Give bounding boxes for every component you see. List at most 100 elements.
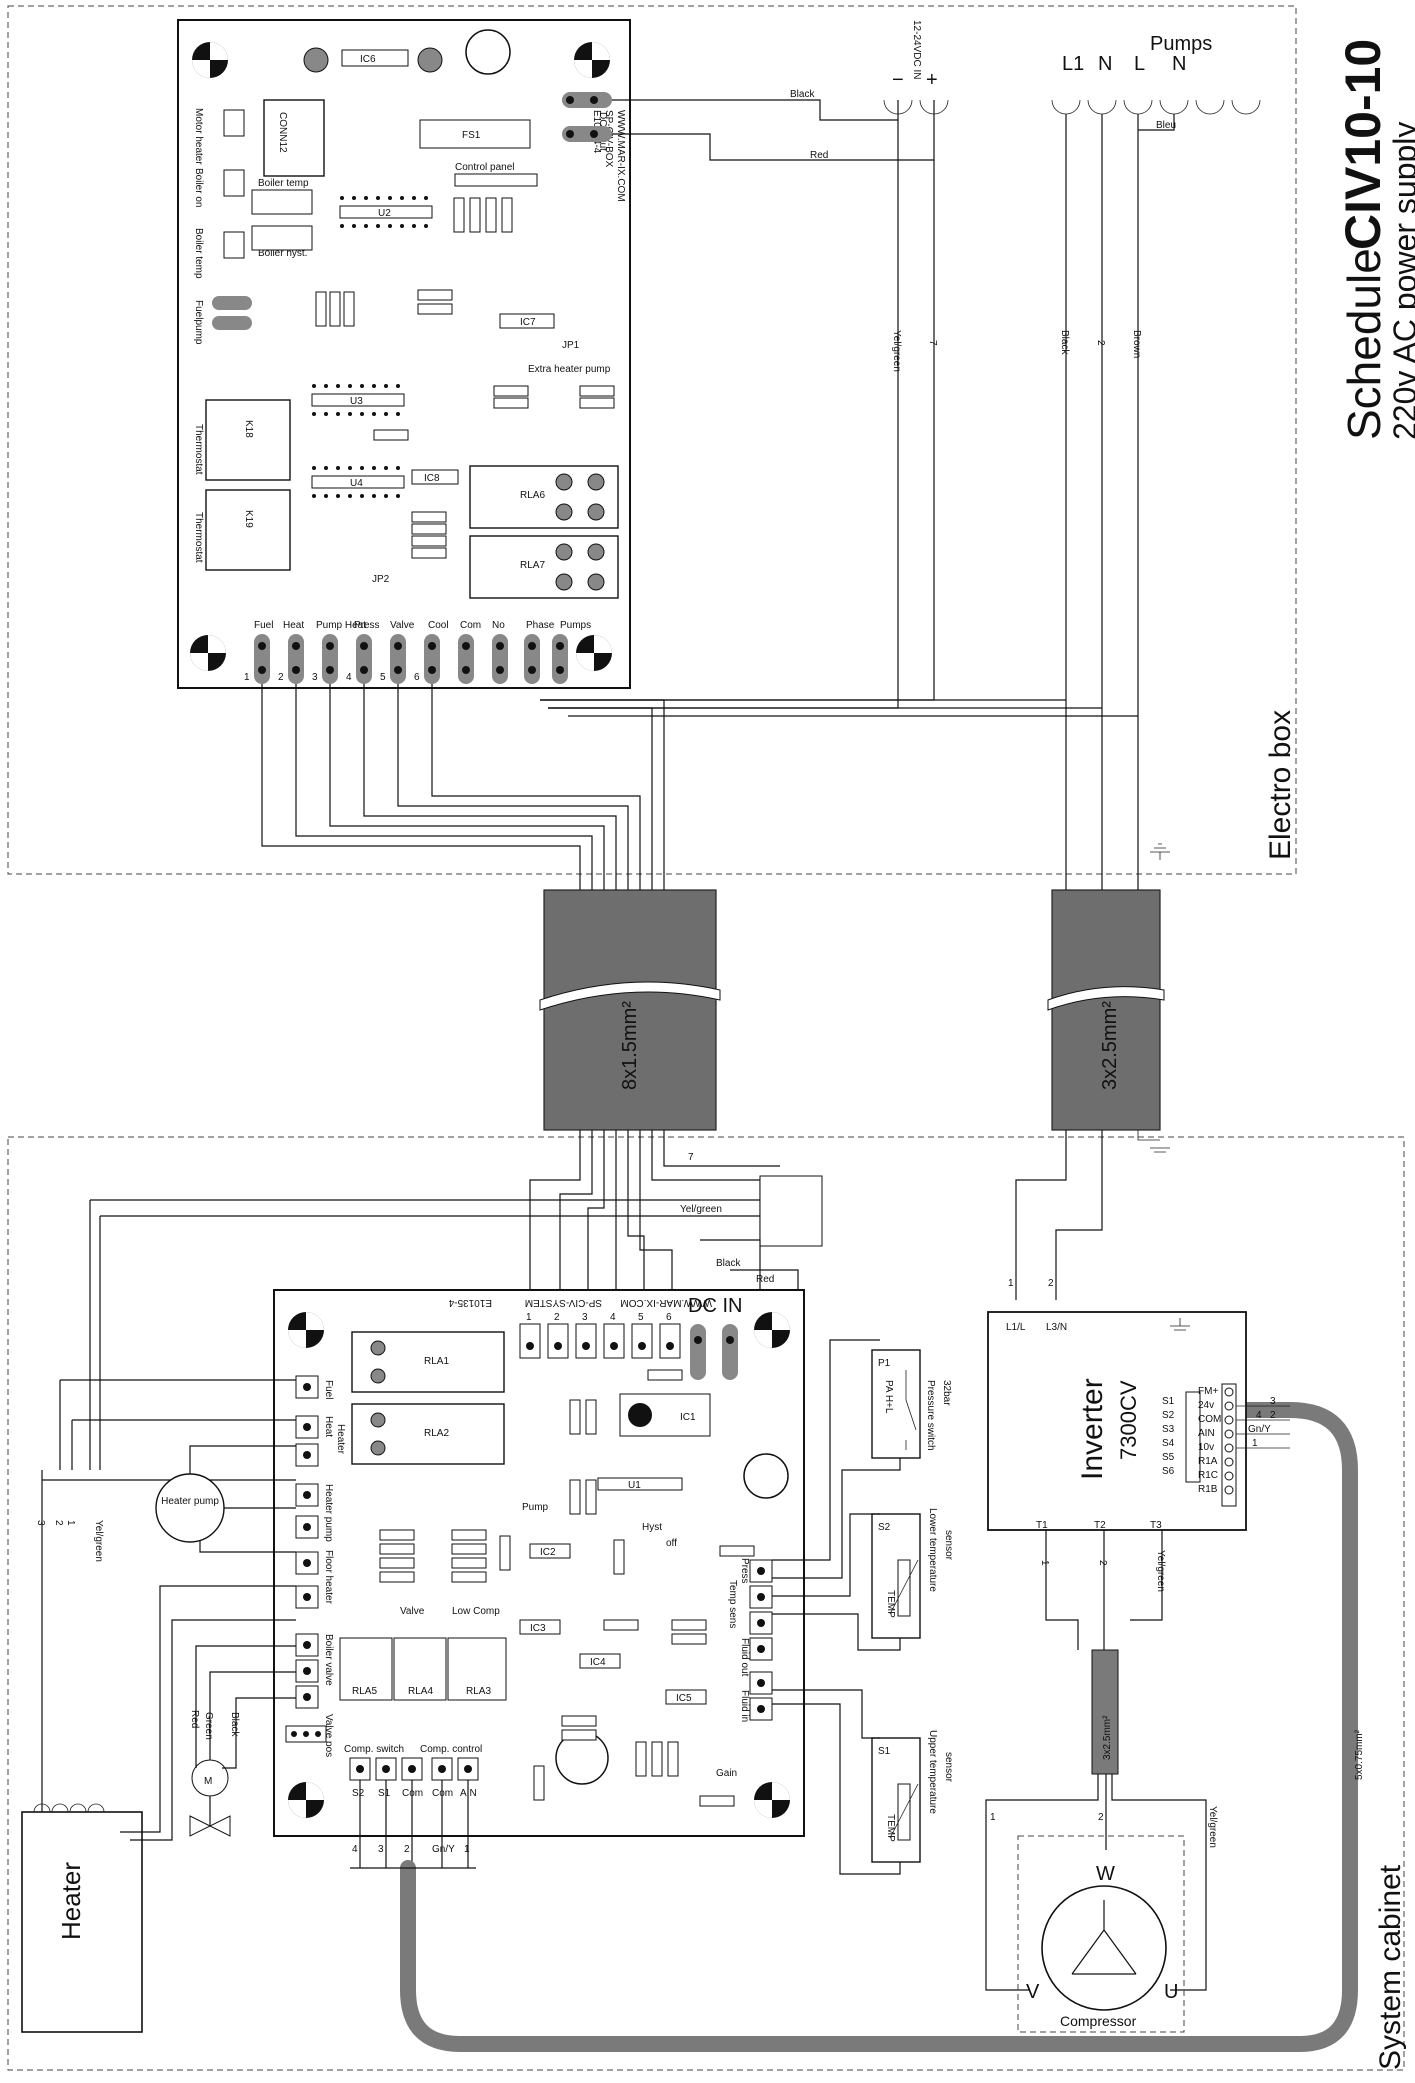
upper-sensor-sub: sensor [943, 1752, 954, 1783]
bottom-right-term-label: Fluid out [739, 1638, 750, 1677]
u4-label: U4 [350, 478, 363, 489]
bottom-left-term-label: Heater pump [323, 1484, 334, 1542]
bottom-wire-number: 4 [352, 1844, 358, 1855]
inverter-ground-icon [1170, 1318, 1190, 1331]
conn12-label: CONN12 [277, 112, 288, 153]
compressor-cable-label: 3x2.5mm² [1102, 1715, 1113, 1760]
inverter-top-term: L3/N [1046, 1322, 1067, 1333]
top-terminal-number: 6 [414, 672, 420, 683]
ic3-label: IC3 [530, 1623, 546, 1634]
inverter-in-wire-number: 1 [1008, 1278, 1014, 1289]
ic7-label: IC7 [520, 317, 536, 328]
top-terminal-number: 1 [244, 672, 250, 683]
inverter-bottom-term: T2 [1094, 1520, 1106, 1531]
ic7-chip [499, 313, 555, 329]
mounting-hole-icon [190, 635, 226, 671]
bottom-left-term-label: Heat [323, 1416, 334, 1437]
power-cable-label: 3x2.5mm² [1099, 1001, 1121, 1090]
top-terminal-number: 5 [380, 672, 386, 683]
left-wire-number: 3 [35, 1520, 46, 1526]
left-wire-number: 1 [65, 1520, 76, 1526]
top-terminal-label: No [492, 620, 505, 631]
compressor-phase-v: V [1026, 1981, 1040, 2003]
valve-wire-label: Red [189, 1710, 200, 1728]
top-terminal-label: Pump Heat [316, 620, 366, 631]
heater-label: Heater [56, 1862, 86, 1940]
inverter-box [987, 1311, 1247, 1531]
u4-chip [311, 475, 405, 489]
mounting-hole-icon [192, 42, 228, 78]
bottom-right-terminals: Press Temp sens Fluid out Fluid in [727, 1558, 773, 1722]
bottom-left-terminals: Fuel Heat Heater Heater pump Floor heate… [285, 1375, 346, 1757]
pumps-label: Pumps [1150, 33, 1212, 55]
k18-connector [205, 399, 291, 481]
top-side-label: Fuelpump [193, 300, 204, 345]
rla2-label: RLA2 [424, 1428, 449, 1439]
ic2-label: IC2 [540, 1547, 556, 1558]
compressor-title: Compressor [1060, 2013, 1137, 2029]
bottom-left-term-label: Boiler valve [323, 1634, 334, 1686]
dc-plus-sign: + [926, 69, 938, 91]
bottom-right-term-label: Fluid in [739, 1690, 750, 1722]
ic6-chip [341, 49, 409, 67]
pressure-switch-rating: 32bar [941, 1380, 952, 1406]
inverter-right-signal: 24v [1198, 1400, 1214, 1411]
k19-connector [205, 489, 291, 571]
ground-icon [1137, 1130, 1170, 1153]
valve-wire-label: Black [229, 1712, 240, 1737]
mounting-hole-icon [754, 1312, 790, 1348]
rla1-label: RLA1 [424, 1356, 449, 1367]
bottom-terminal-number: 4 [610, 1312, 616, 1323]
title-subtitle: 220v AC power supply [1387, 122, 1415, 440]
mounting-hole-icon [574, 42, 610, 78]
electro-box-label: Electro box [1264, 710, 1297, 860]
k18-label: K18 [243, 420, 254, 438]
inverter-ctrl-number: 3 [1270, 1396, 1276, 1407]
wire-label-black: Black [1059, 330, 1070, 355]
upper-sensor-ref: S1 [878, 1746, 891, 1757]
title-block: Schedule CIV10-10 220v AC power supply [1335, 39, 1415, 440]
pressure-switch-ref: P1 [878, 1358, 891, 1369]
compressor-cable-jacket [1091, 1649, 1119, 1775]
fuelpump-terminal [212, 296, 252, 310]
inverter-title: Inverter [1076, 1378, 1109, 1480]
top-terminal-label: Com [460, 620, 481, 631]
boiler-on-terminal [223, 169, 245, 197]
top-board-web: WWW.MAR-IX.COM [615, 110, 626, 202]
conn12-connector [263, 99, 325, 177]
wire-label-bleu: Bleu [1156, 120, 1176, 131]
inverter-in-wire-number: 2 [1048, 1278, 1054, 1289]
capacitor-c14 [465, 29, 511, 75]
top-terminal-number: 4 [346, 672, 352, 683]
bottom-terminal-number: 2 [554, 1312, 560, 1323]
inverter-model: 7300CV [1116, 1380, 1141, 1460]
ic1-mounting [628, 1403, 652, 1427]
inverter-ctrl-number: 1 [1252, 1438, 1258, 1449]
wire-label-seven: 7 [688, 1152, 694, 1163]
signal-wires-top [261, 684, 665, 890]
wire-label-red: Red [810, 150, 828, 161]
rla4-label: RLA4 [408, 1686, 433, 1697]
inverter-out-wire-number: 2 [1097, 1560, 1108, 1566]
compressor-cable: 3x2.5mm² 1 2 Yel/green [985, 1649, 1218, 1991]
rla6-label: RLA6 [520, 490, 545, 501]
valve-label: Valve [400, 1606, 425, 1617]
ic3-chip [519, 1619, 561, 1635]
rla3-label: RLA3 [466, 1686, 491, 1697]
top-terminal-label: Fuel [254, 620, 273, 631]
left-side-wiring: 3 2 1 Yel/green Heater pump Heater M Red… [21, 1200, 470, 2033]
capacitor-c4 [743, 1453, 789, 1499]
rla5-label: RLA5 [352, 1686, 377, 1697]
top-side-label: Motor heater [193, 108, 204, 165]
inverter-bottom-term: T3 [1150, 1520, 1162, 1531]
top-terminal-number: 3 [312, 672, 318, 683]
top-terminal-label: Phase [526, 620, 555, 631]
lower-sensor-ref: S2 [878, 1522, 891, 1533]
comp-control-label: Comp. control [420, 1744, 482, 1755]
control-panel-label: Control panel [455, 162, 514, 173]
signal-cable-jacket [543, 889, 717, 1131]
signal-cable: 8x1.5mm² [539, 889, 721, 1131]
u1-label: U1 [628, 1480, 641, 1491]
top-terminal-label: Press [354, 620, 380, 631]
ac-supply: L1 N L N Pumps Black 2 Brown Bleu [540, 33, 1261, 860]
